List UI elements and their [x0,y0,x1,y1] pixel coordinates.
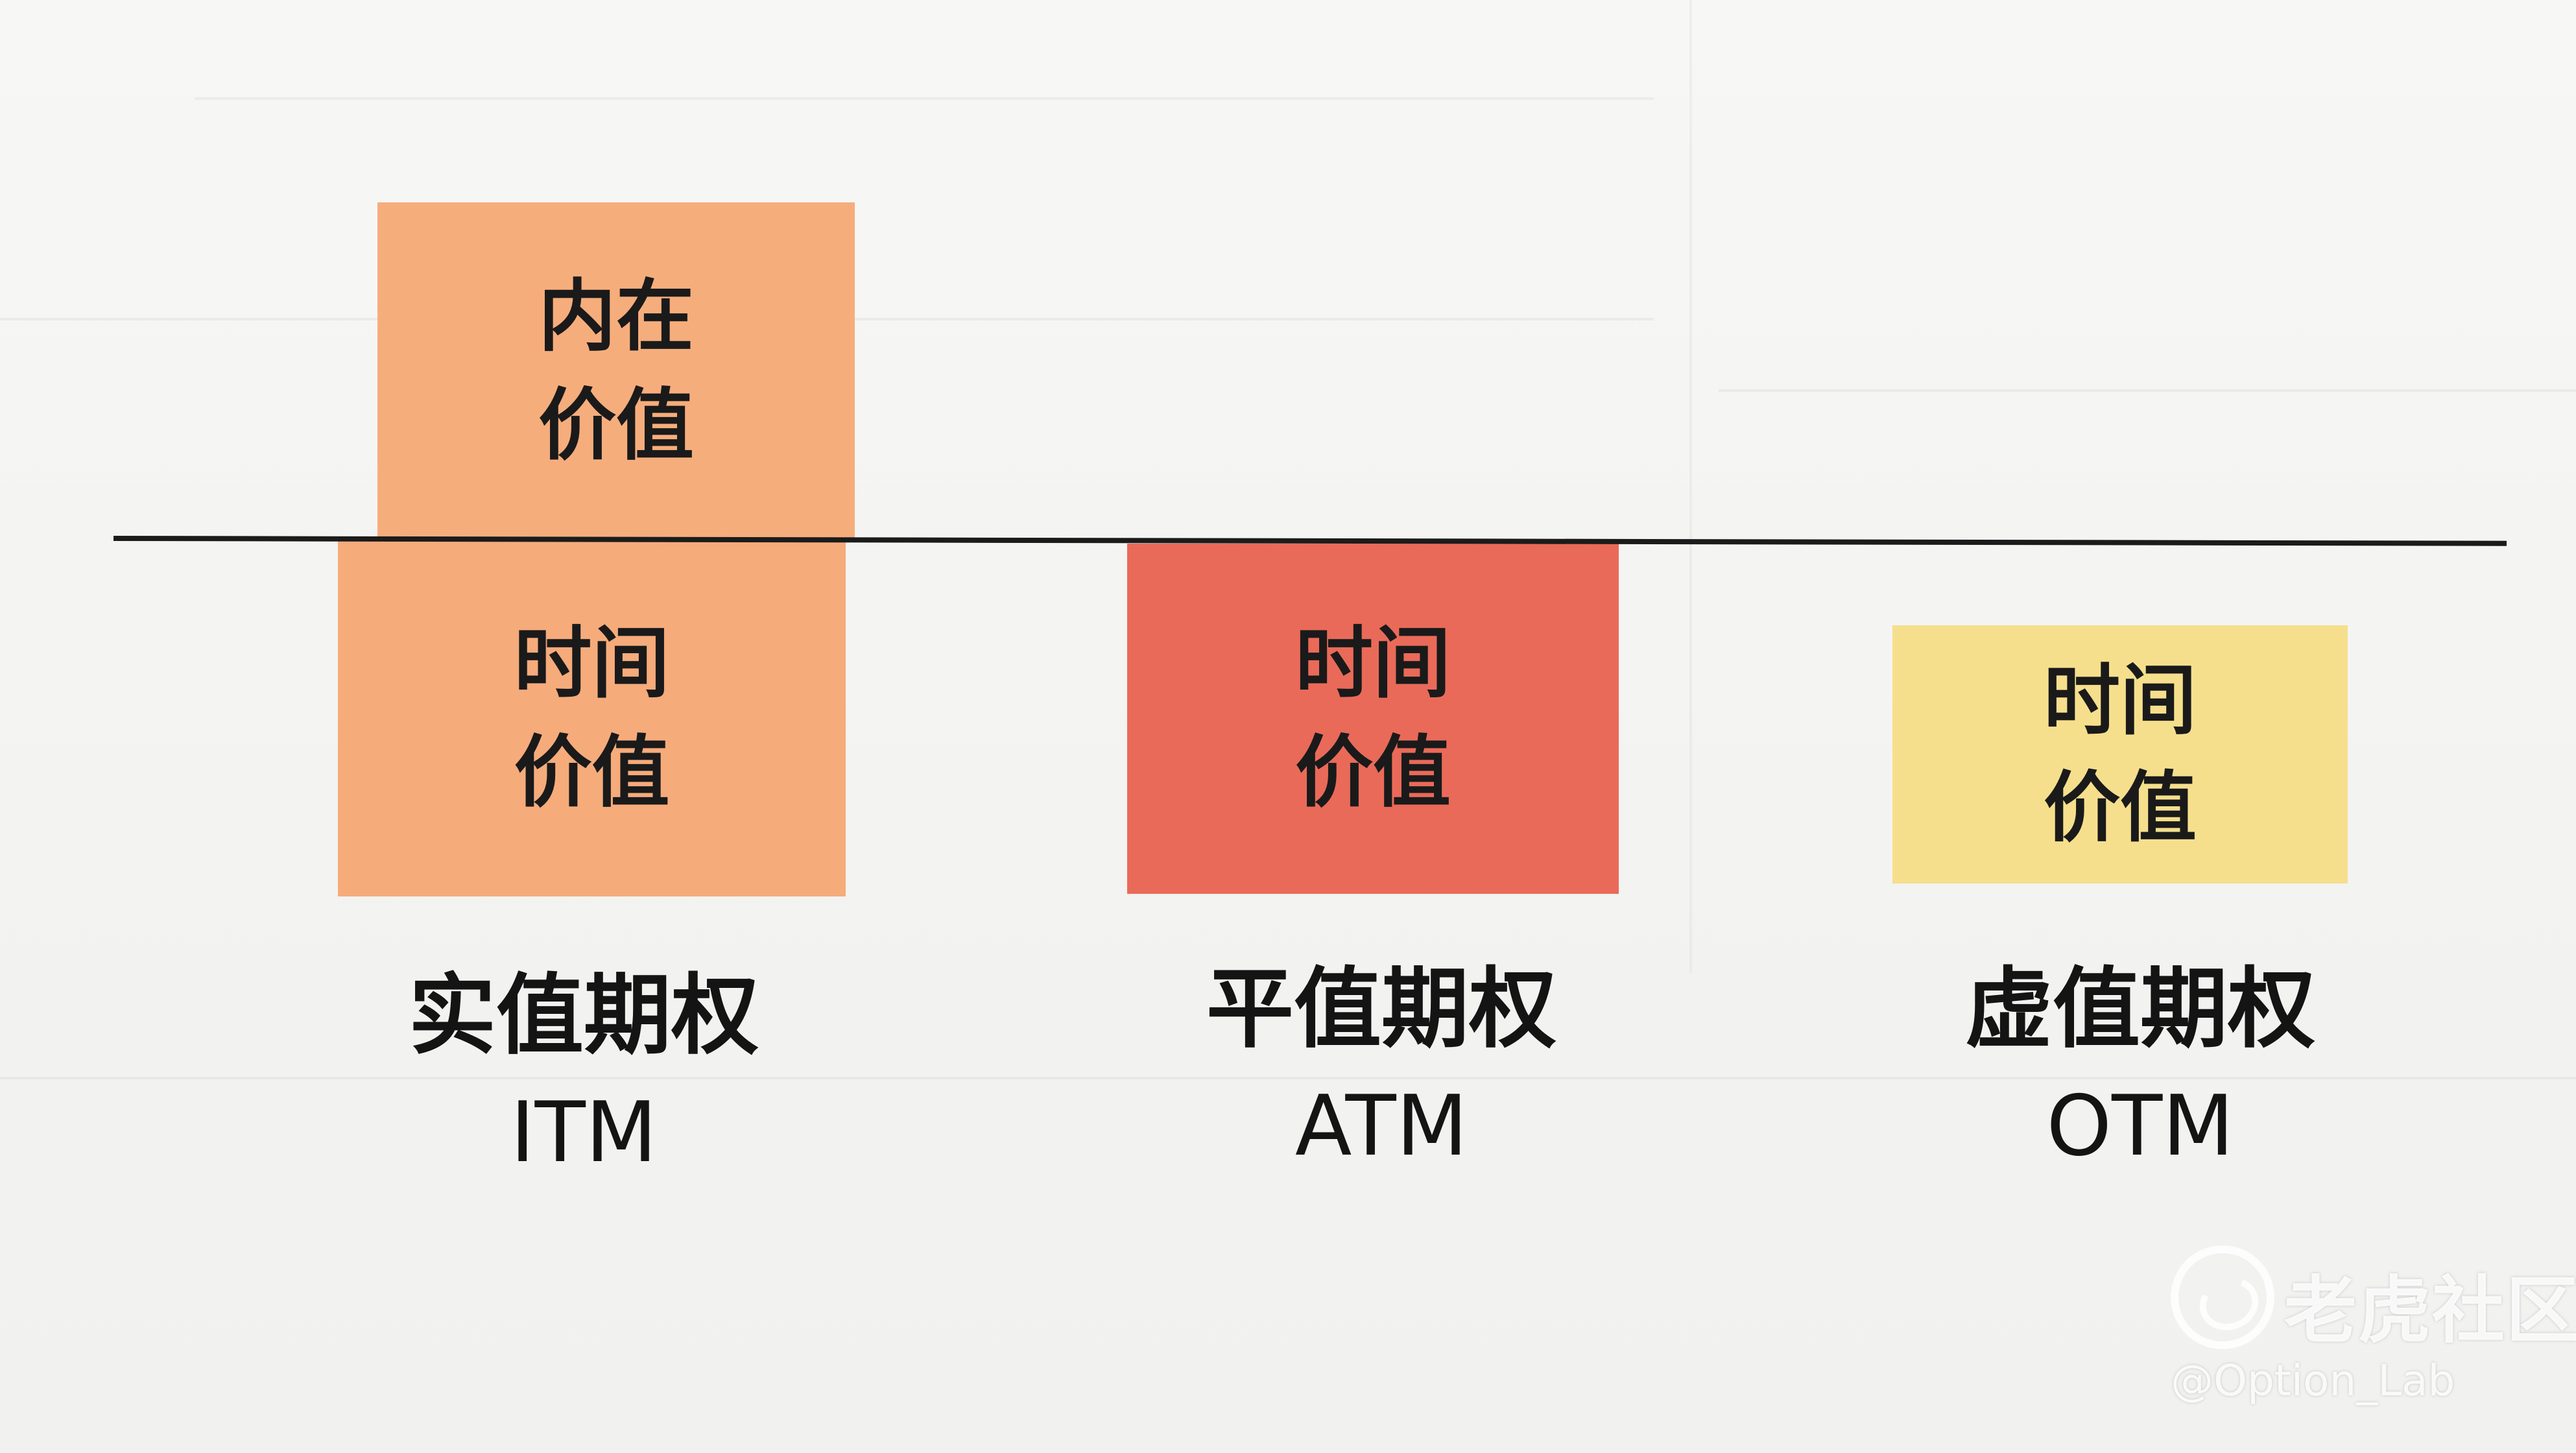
itm-intrinsic-value-box: 内在价值 [377,202,855,541]
otm-label-cn: 虚值期权 [1965,958,2315,1060]
atm-label-cn: 平值期权 [1206,958,1556,1060]
watermark: 老虎社区 @Option_Lab [2171,1232,2576,1414]
otm-label-en: OTM [2046,1078,2234,1175]
atm-label-en: ATM [1294,1078,1468,1175]
atm-label: 平值期权 ATM [1174,957,1589,1179]
otm-time-value-box: 时间价值 [1892,625,2348,883]
ghost-rule [1719,389,2576,392]
itm-label: 实值期权 ITM [376,963,791,1185]
itm-label-en: ITM [510,1085,658,1181]
watermark-name: 老虎社区 [2284,1269,2576,1353]
itm-time-value-box: 时间价值 [338,541,846,896]
ghost-divider [1689,0,1692,973]
ghost-rule [195,97,1654,100]
watermark-handle: @Option_Lab [2171,1356,2455,1406]
intrinsic-value-label: 内在价值 [538,272,694,471]
itm-label-cn: 实值期权 [409,965,759,1066]
tiger-community-logo-icon [2171,1245,2274,1349]
ghost-rule [0,1077,2576,1079]
atm-time-value-box: 时间价值 [1127,544,1619,894]
time-value-label: 时间价值 [2043,655,2197,852]
otm-label: 虚值期权 OTM [1933,957,2348,1179]
time-value-label: 时间价值 [1295,619,1451,818]
time-value-label: 时间价值 [514,619,670,818]
